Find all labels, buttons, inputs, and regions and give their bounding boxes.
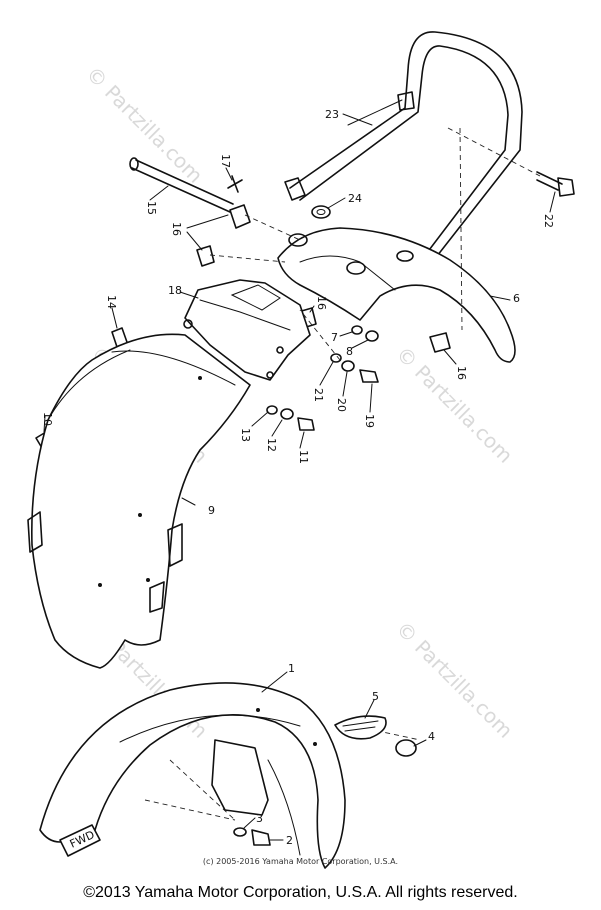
fwd-arrow: FWD [59,824,101,857]
copyright-small: (c) 2005-2016 Yamaha Motor Corporation, … [202,857,399,866]
callout-1: 1 [288,662,295,675]
callout-20: 20 [335,398,348,412]
callout-12: 12 [265,438,278,452]
tail-bracket-part-18 [183,279,311,381]
callout-19: 19 [363,414,376,428]
grommet-part-24 [311,205,331,219]
callout-2: 2 [286,834,293,847]
callout-numbers: 1 2 3 4 5 6 7 8 9 10 11 12 13 14 15 16 1… [41,108,555,847]
reflector-part-5 [334,715,387,740]
callout-17: 17 [219,154,232,168]
callout-10: 10 [41,412,54,426]
callout-4: 4 [428,730,435,743]
callout-6: 6 [513,292,520,305]
hardware-group [266,325,379,431]
callout-14: 14 [105,295,118,309]
callout-11: 11 [297,450,310,464]
callout-24: 24 [348,192,362,205]
callout-21: 21 [312,388,325,402]
bolt-part-22 [536,171,575,197]
watermark: © Partzilla.com [391,617,517,743]
callout-9: 9 [208,504,215,517]
bolt-washer-parts-2-3 [233,827,271,846]
callout-7: 7 [331,331,338,344]
callout-13: 13 [239,428,252,442]
callout-3: 3 [256,812,263,825]
cotter-pin-part-17 [227,175,243,193]
shaft-part-15 [129,157,234,213]
watermark: © Partzilla.com [391,342,517,468]
callout-22: 22 [542,214,555,228]
callout-5: 5 [372,690,379,703]
callout-23: 23 [325,108,339,121]
rear-bracket-part-6 [277,227,516,363]
callout-16: 16 [315,296,328,310]
leader-lines [43,113,556,841]
callout-16: 16 [455,366,468,380]
callout-18: 18 [168,284,182,297]
knob-part-4 [395,739,417,757]
rear-fender-part-9 [27,333,251,669]
copyright-notice: ©2013 Yamaha Motor Corporation, U.S.A. A… [83,884,518,901]
callout-16: 16 [170,222,183,236]
callout-8: 8 [346,345,353,358]
collar-part-16 [196,204,451,353]
callout-15: 15 [145,201,158,215]
grab-bar-part-23 [284,31,523,266]
front-fender-part-1 [39,682,346,869]
watermark: © Partzilla.com [81,62,207,188]
